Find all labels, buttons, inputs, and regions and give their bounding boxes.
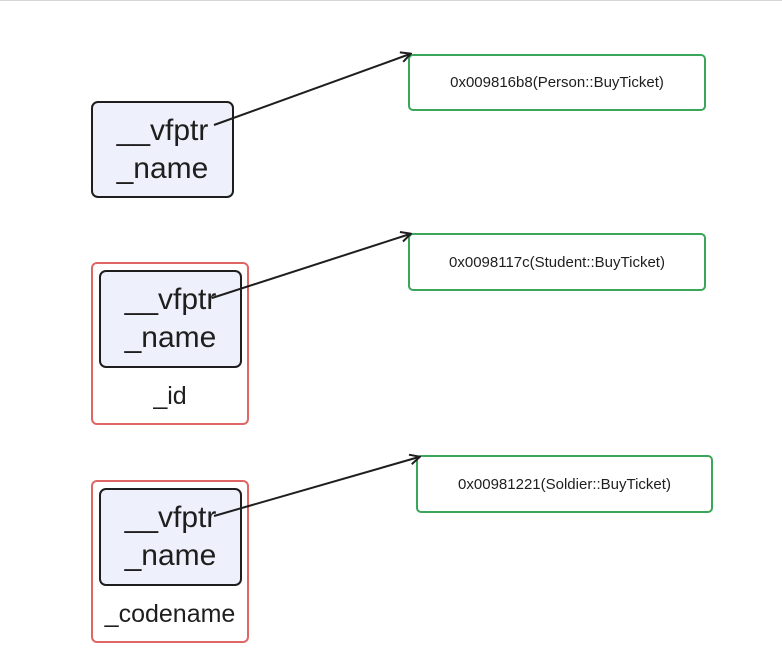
soldier-name-field: _name (124, 539, 217, 572)
person-object-box: __vfptr _name (91, 101, 234, 198)
top-divider (0, 0, 782, 1)
soldier-object-outer-box: __vfptr _name _codename (91, 480, 249, 643)
soldier-vfptr-field: __vfptr (124, 501, 217, 534)
student-vfptr-field: __vfptr (124, 283, 217, 316)
person-vfptr-field: __vfptr (116, 113, 209, 147)
student-name-field: _name (124, 321, 217, 354)
person-name-field: _name (116, 151, 209, 185)
student-object-outer-box: __vfptr _name _id (91, 262, 249, 425)
soldier-base-subobject-box: __vfptr _name (99, 488, 242, 586)
person-vtable-entry: 0x009816b8(Person::BuyTicket) (408, 54, 706, 111)
soldier-codename-field: _codename (104, 600, 236, 628)
student-id-field: _id (153, 382, 187, 410)
person-vfptr-arrow (213, 54, 410, 126)
student-vtable-entry: 0x0098117c(Student::BuyTicket) (408, 233, 706, 291)
student-base-subobject-box: __vfptr _name (99, 270, 242, 368)
soldier-vtable-entry: 0x00981221(Soldier::BuyTicket) (416, 455, 713, 513)
